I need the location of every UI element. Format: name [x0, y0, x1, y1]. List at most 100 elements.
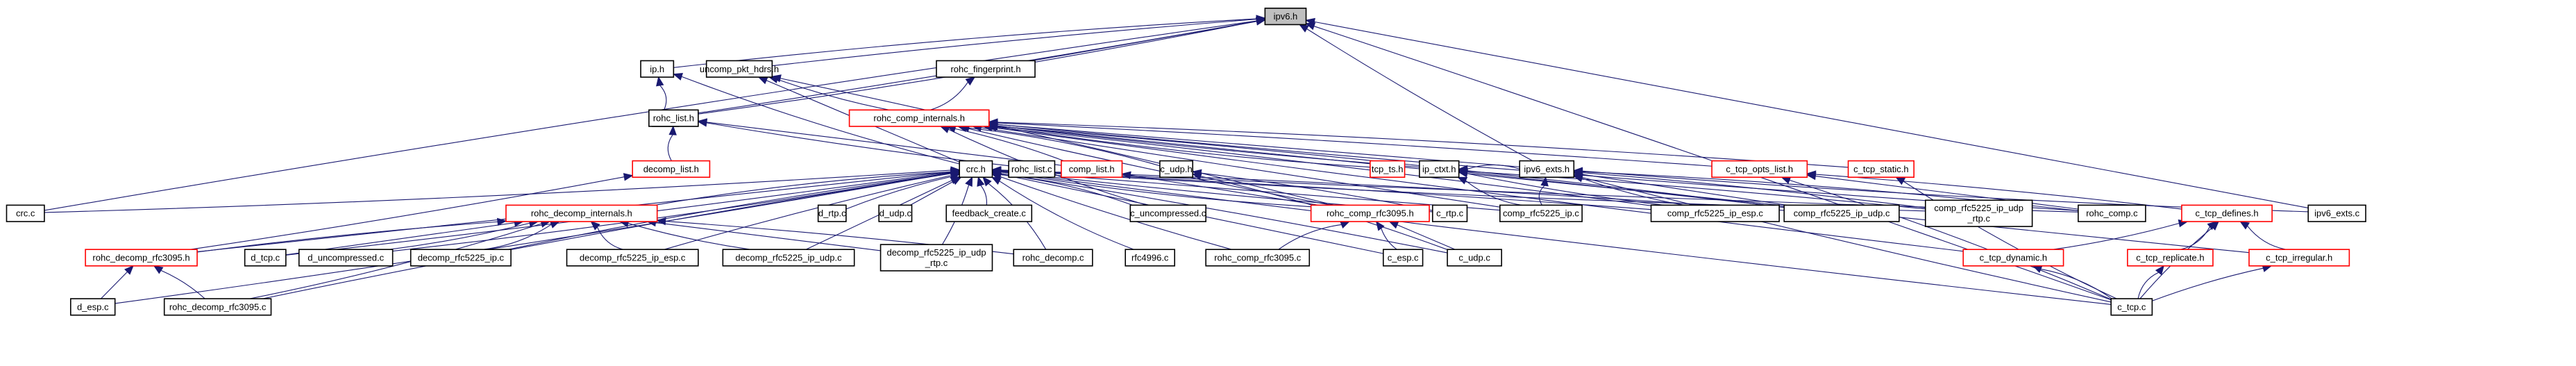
- node-uncomp-pkt-hdrs-h[interactable]: uncomp_pkt_hdrs.h: [700, 60, 779, 78]
- node-box[interactable]: [6, 204, 45, 222]
- node-box[interactable]: [1419, 160, 1460, 178]
- node-d-rtp-c[interactable]: d_rtp.c: [817, 204, 847, 222]
- node-box[interactable]: [2307, 204, 2366, 222]
- node-rohc-comp-c[interactable]: rohc_comp.c: [2078, 204, 2146, 222]
- node-box[interactable]: [945, 204, 1033, 222]
- node-rohc-list-c[interactable]: rohc_list.c: [1008, 160, 1056, 178]
- node-box[interactable]: [1962, 249, 2064, 267]
- node-box[interactable]: [722, 249, 855, 267]
- node-box[interactable]: [1499, 204, 1583, 222]
- node-box[interactable]: [632, 160, 711, 178]
- node-comp-list-h[interactable]: comp_list.h: [1061, 160, 1123, 178]
- node-box[interactable]: [1370, 160, 1406, 178]
- node-c-tcp-irregular-h[interactable]: c_tcp_irregular.h: [2248, 249, 2350, 267]
- node-box[interactable]: [244, 249, 287, 267]
- node-decomp-rfc5225-ip-esp-c[interactable]: decomp_rfc5225_ip_esp.c: [566, 249, 699, 267]
- node-d-uncompressed-c[interactable]: d_uncompressed.c: [298, 249, 394, 267]
- node-comp-rfc5225-ip-udp-rtp-c[interactable]: comp_rfc5225_ip_udp_rtp.c: [1924, 199, 2033, 227]
- node-box[interactable]: [1447, 249, 1502, 267]
- node-c-tcp-static-h[interactable]: c_tcp_static.h: [1847, 160, 1915, 178]
- node-box[interactable]: [1783, 204, 1900, 222]
- node-d-udp-c[interactable]: d_udp.c: [878, 204, 913, 222]
- node-c-tcp-c[interactable]: c_tcp.c: [2110, 298, 2153, 316]
- node-rohc-comp-internals-h[interactable]: rohc_comp_internals.h: [848, 109, 990, 127]
- node-decomp-list-h[interactable]: decomp_list.h: [632, 160, 711, 178]
- node-box[interactable]: [505, 204, 658, 222]
- edge-decomp-rfc5225-ip-c-to-rohc-decomp-internals-h: [483, 220, 560, 250]
- node-ip-h[interactable]: ip.h: [640, 60, 675, 78]
- node-c-udp-c[interactable]: c_udp.c: [1447, 249, 1502, 267]
- node-d-tcp-c[interactable]: d_tcp.c: [244, 249, 287, 267]
- node-decomp-rfc5225-ip-udp-rtp-c[interactable]: decomp_rfc5225_ip_udp_rtp.c: [879, 244, 993, 272]
- node-rohc-fingerprint-h[interactable]: rohc_fingerprint.h: [936, 60, 1036, 78]
- node-comp-rfc5225-ip-esp-c[interactable]: comp_rfc5225_ip_esp.c: [1650, 204, 1780, 222]
- node-c-uncompressed-c[interactable]: c_uncompressed.c: [1129, 204, 1206, 222]
- node-feedback-create-c[interactable]: feedback_create.c: [945, 204, 1033, 222]
- node-rohc-decomp-rfc3095-h[interactable]: rohc_decomp_rfc3095.h: [85, 249, 198, 267]
- node-comp-rfc5225-ip-c[interactable]: comp_rfc5225_ip.c: [1499, 204, 1583, 222]
- node-box[interactable]: [298, 249, 394, 267]
- node-box[interactable]: [1847, 160, 1915, 178]
- node-box[interactable]: [2181, 204, 2273, 222]
- node-box[interactable]: [566, 249, 699, 267]
- node-c-tcp-defines-h[interactable]: c_tcp_defines.h: [2181, 204, 2273, 222]
- node-box[interactable]: [879, 244, 993, 272]
- node-decomp-rfc5225-ip-udp-c[interactable]: decomp_rfc5225_ip_udp.c: [722, 249, 855, 267]
- node-rohc-comp-rfc3095-h[interactable]: rohc_comp_rfc3095.h: [1310, 204, 1430, 222]
- node-tcp-ts-h[interactable]: tcp_ts.h: [1370, 160, 1406, 178]
- node-box[interactable]: [705, 60, 773, 78]
- node-box[interactable]: [85, 249, 198, 267]
- node-box[interactable]: [2110, 298, 2153, 316]
- node-c-tcp-replicate-h[interactable]: c_tcp_replicate.h: [2127, 249, 2214, 267]
- node-box[interactable]: [2127, 249, 2214, 267]
- node-box[interactable]: [1129, 204, 1206, 222]
- node-box[interactable]: [640, 60, 675, 78]
- node-ipv6-h[interactable]: ipv6.h: [1264, 8, 1307, 26]
- node-box[interactable]: [69, 298, 116, 316]
- node-ipv6-exts-c[interactable]: ipv6_exts.c: [2307, 204, 2366, 222]
- node-box[interactable]: [959, 160, 993, 178]
- node-box[interactable]: [1264, 8, 1307, 26]
- arrowhead-icon: [2239, 221, 2250, 230]
- node-crc-c[interactable]: crc.c: [6, 204, 45, 222]
- node-rfc4996-c[interactable]: rfc4996.c: [1125, 249, 1175, 267]
- node-box[interactable]: [1431, 204, 1468, 222]
- node-box[interactable]: [1008, 160, 1056, 178]
- node-crc-h[interactable]: crc.h: [959, 160, 993, 178]
- node-rohc-decomp-c[interactable]: rohc_decomp.c: [1013, 249, 1093, 267]
- node-c-tcp-opts-list-h[interactable]: c_tcp_opts_list.h: [1711, 160, 1808, 178]
- node-box[interactable]: [1711, 160, 1808, 178]
- node-rohc-list-h[interactable]: rohc_list.h: [648, 109, 699, 127]
- node-box[interactable]: [410, 249, 512, 267]
- node-comp-rfc5225-ip-udp-c[interactable]: comp_rfc5225_ip_udp.c: [1783, 204, 1900, 222]
- node-box[interactable]: [1924, 199, 2033, 227]
- node-box[interactable]: [848, 109, 990, 127]
- node-box[interactable]: [1382, 249, 1424, 267]
- node-ipv6-exts-h[interactable]: ipv6_exts.h: [1519, 160, 1575, 178]
- node-c-tcp-dynamic-h[interactable]: c_tcp_dynamic.h: [1962, 249, 2064, 267]
- node-box[interactable]: [1061, 160, 1123, 178]
- node-c-udp-h[interactable]: c_udp.h: [1159, 160, 1194, 178]
- node-box[interactable]: [817, 204, 847, 222]
- node-c-rtp-c[interactable]: c_rtp.c: [1431, 204, 1468, 222]
- node-decomp-rfc5225-ip-c[interactable]: decomp_rfc5225_ip.c: [410, 249, 512, 267]
- node-box[interactable]: [936, 60, 1036, 78]
- node-c-esp-c[interactable]: c_esp.c: [1382, 249, 1424, 267]
- node-box[interactable]: [1310, 204, 1430, 222]
- node-box[interactable]: [648, 109, 699, 127]
- node-box[interactable]: [1159, 160, 1194, 178]
- node-box[interactable]: [2078, 204, 2146, 222]
- node-box[interactable]: [2248, 249, 2350, 267]
- node-rohc-decomp-rfc3095-c[interactable]: rohc_decomp_rfc3095.c: [163, 298, 272, 316]
- node-box[interactable]: [1650, 204, 1780, 222]
- node-ip-ctxt-h[interactable]: ip_ctxt.h: [1419, 160, 1460, 178]
- node-box[interactable]: [878, 204, 913, 222]
- node-rohc-decomp-internals-h[interactable]: rohc_decomp_internals.h: [505, 204, 658, 222]
- node-box[interactable]: [1519, 160, 1575, 178]
- node-box[interactable]: [1013, 249, 1093, 267]
- node-box[interactable]: [1125, 249, 1175, 267]
- node-box[interactable]: [163, 298, 272, 316]
- node-box[interactable]: [1205, 249, 1311, 267]
- node-d-esp-c[interactable]: d_esp.c: [69, 298, 116, 316]
- node-rohc-comp-rfc3095-c[interactable]: rohc_comp_rfc3095.c: [1205, 249, 1311, 267]
